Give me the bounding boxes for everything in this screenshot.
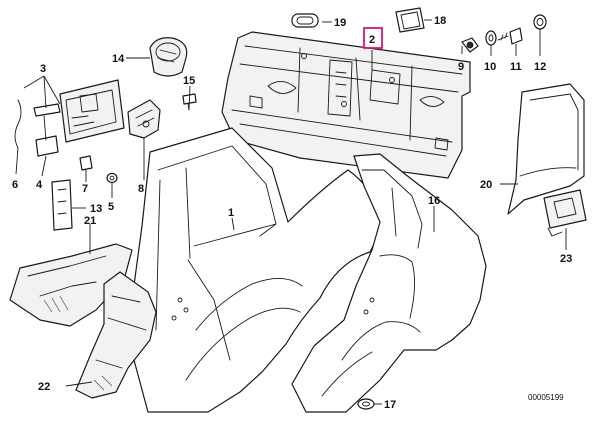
spring-part-6 (14, 99, 22, 149)
callout-20: 20 (480, 179, 492, 191)
callout-2-highlight (363, 27, 383, 49)
bumper-part-7 (79, 155, 93, 179)
clip-part-9 (461, 37, 479, 53)
callout-11: 11 (510, 61, 522, 73)
screw-part-11 (497, 27, 523, 45)
callout-21: 21 (84, 215, 96, 227)
grommet-part-17 (357, 398, 375, 410)
callout-2: 2 (369, 34, 375, 46)
corner-panel-part-20 (507, 83, 585, 215)
cover-cap-part-18 (395, 7, 425, 33)
filler-housing-part-14 (149, 37, 188, 77)
fuel-flap-part-3 (59, 79, 125, 143)
callout-9: 9 (458, 61, 464, 73)
callout-3: 3 (40, 63, 46, 75)
callout-6: 6 (12, 179, 18, 191)
nut-part-5 (106, 172, 118, 184)
grommet-part-19 (291, 13, 319, 28)
callout-17: 17 (384, 399, 396, 411)
callout-7: 7 (82, 183, 88, 195)
quarter-section-part-16 (291, 153, 487, 413)
callout-10: 10 (484, 61, 496, 73)
callout-18: 18 (434, 15, 446, 27)
callout-1: 1 (228, 207, 234, 219)
callout-8: 8 (138, 183, 144, 195)
callout-13: 13 (90, 203, 102, 215)
callout-19: 19 (334, 17, 346, 29)
callout-4: 4 (36, 179, 43, 191)
callout-16: 16 (428, 195, 440, 207)
callout-23: 23 (560, 253, 572, 265)
side-panel-part-1 (131, 127, 385, 413)
callout-22: 22 (38, 381, 50, 393)
callout-14: 14 (112, 53, 125, 65)
bracket-part-23 (543, 189, 587, 237)
hinge-part-4 (33, 103, 61, 157)
lock-bracket-part-8 (127, 99, 161, 139)
callout-12: 12 (534, 61, 546, 73)
seal-strip-part-13 (51, 179, 73, 231)
washer-part-10 (485, 30, 497, 46)
callout-5: 5 (108, 201, 114, 213)
lower-pillar-part-22 (75, 271, 157, 399)
plug-part-12 (533, 14, 547, 30)
diagram-code: 00005199 (528, 393, 564, 402)
callouts: 19 18 2 9 10 11 12 14 15 3 6 4 7 5 8 13 … (12, 15, 572, 411)
rear-panel-part (221, 31, 471, 179)
callout-15: 15 (183, 75, 195, 87)
leader-lines (15, 19, 567, 405)
